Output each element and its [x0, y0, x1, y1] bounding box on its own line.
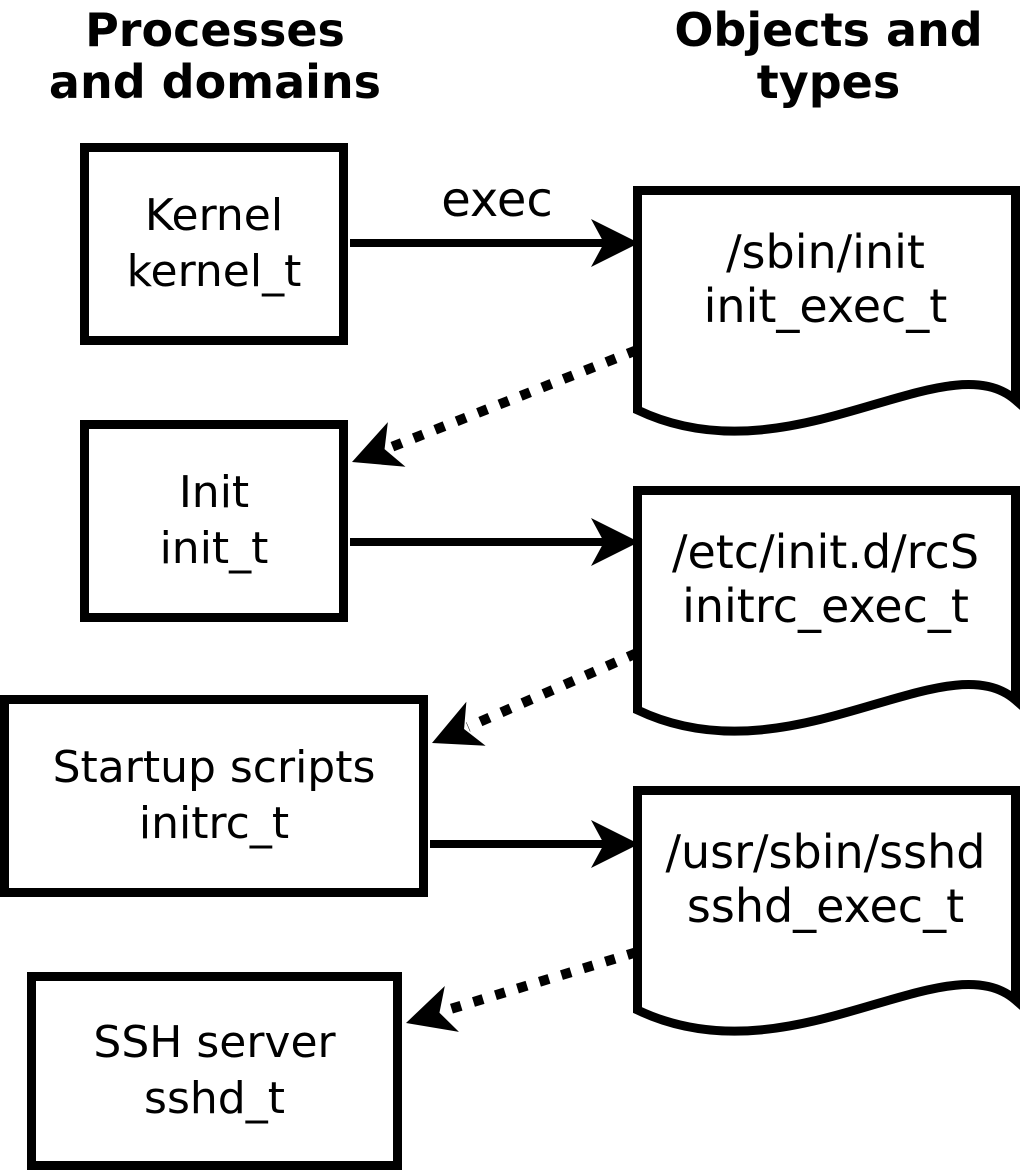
process-name: Kernel	[144, 190, 284, 241]
object-path: /etc/init.d/rcS	[671, 525, 980, 579]
document-shape-usr-sbin-sshd	[633, 786, 1020, 1036]
transition-arrow-sshd-to-ssh-server	[406, 947, 639, 1032]
column-heading-processes: Processes and domains	[48, 3, 382, 109]
document-shape-etc-initd-rcs	[633, 486, 1020, 736]
process-name: SSH server	[93, 1017, 336, 1068]
object-node-sbin-init: /sbin/init init_exec_t	[633, 225, 1018, 333]
object-path: /usr/sbin/sshd	[665, 825, 986, 879]
object-type: sshd_exec_t	[686, 879, 965, 933]
process-node-kernel: Kernel kernel_t	[80, 143, 348, 345]
object-node-etc-initd-rcs: /etc/init.d/rcS initrc_exec_t	[633, 525, 1018, 633]
process-node-init: Init init_t	[80, 420, 348, 622]
object-type: initrc_exec_t	[682, 579, 969, 633]
column-heading-objects: Objects and types	[674, 3, 983, 109]
transition-arrow-rcs-to-startup	[432, 648, 640, 746]
exec-arrow-init-to-rcs	[350, 518, 639, 566]
process-name: Startup scripts	[52, 742, 376, 793]
process-domain-type: initrc_t	[138, 798, 290, 849]
exec-arrow-startup-to-sshd	[430, 820, 639, 868]
object-path: /sbin/init	[726, 225, 925, 279]
process-domain-type: init_t	[159, 523, 269, 574]
object-type: init_exec_t	[703, 279, 948, 333]
process-node-startup-scripts: Startup scripts initrc_t	[0, 695, 428, 897]
process-domain-type: sshd_t	[144, 1073, 285, 1124]
transition-arrow-sbin-init-to-init	[352, 345, 639, 467]
document-shape-sbin-init	[633, 186, 1020, 436]
process-node-ssh-server: SSH server sshd_t	[27, 972, 402, 1170]
object-node-usr-sbin-sshd: /usr/sbin/sshd sshd_exec_t	[633, 825, 1018, 933]
process-name: Init	[178, 467, 250, 518]
process-domain-type: kernel_t	[126, 246, 302, 297]
exec-arrow-label: exec	[441, 172, 553, 228]
